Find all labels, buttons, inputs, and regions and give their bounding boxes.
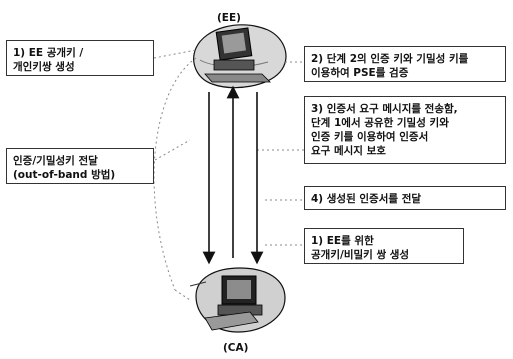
ca-computer-icon [189,267,286,333]
note-line: 1) EE 공개키 / [13,47,84,59]
note-cert-request: 3) 인증서 요구 메시지를 전송함, 단계 1에서 공유한 기밀성 키와 인증… [304,96,506,164]
note-deliver-cert: 4) 생성된 인증서를 전달 [304,186,506,210]
ee-label: (EE) [217,12,241,24]
note-line: 요구 메시지 보호 [311,145,386,157]
note-line: 공개키/비밀키 쌍 생성 [311,249,410,261]
note-line: 개인키쌍 생성 [13,61,75,73]
note-line: 2) 단계 2의 인증 키와 기밀성 키를 [311,53,469,65]
note-line: 4) 생성된 인증서를 전달 [311,193,422,205]
note-line: 3) 인증서 요구 메시지를 전송함, [311,103,458,115]
ca-label: (CA) [223,342,249,354]
note-line: 이용하여 PSE를 검증 [311,67,409,79]
note-key-delivery: 인증/기밀성키 전달 (out-of-band 방법) [6,148,154,184]
note-line: 인증 키를 이용하여 인증서 [311,131,429,143]
message-arrows [202,85,264,265]
note-line: 인증/기밀성키 전달 [13,155,98,167]
note-line: 1) EE를 위한 [311,235,374,247]
note-verify-pse: 2) 단계 2의 인증 키와 기밀성 키를 이용하여 PSE를 검증 [304,46,506,82]
note-ca-keypair: 1) EE를 위한 공개키/비밀키 쌍 생성 [304,228,464,264]
note-ee-keypair: 1) EE 공개키 / 개인키쌍 생성 [6,40,154,76]
ee-computer-icon [193,24,287,89]
note-line: 단계 1에서 공유한 기밀성 키와 [311,117,449,129]
note-line: (out-of-band 방법) [13,169,116,181]
dotted-leaders [153,49,304,301]
